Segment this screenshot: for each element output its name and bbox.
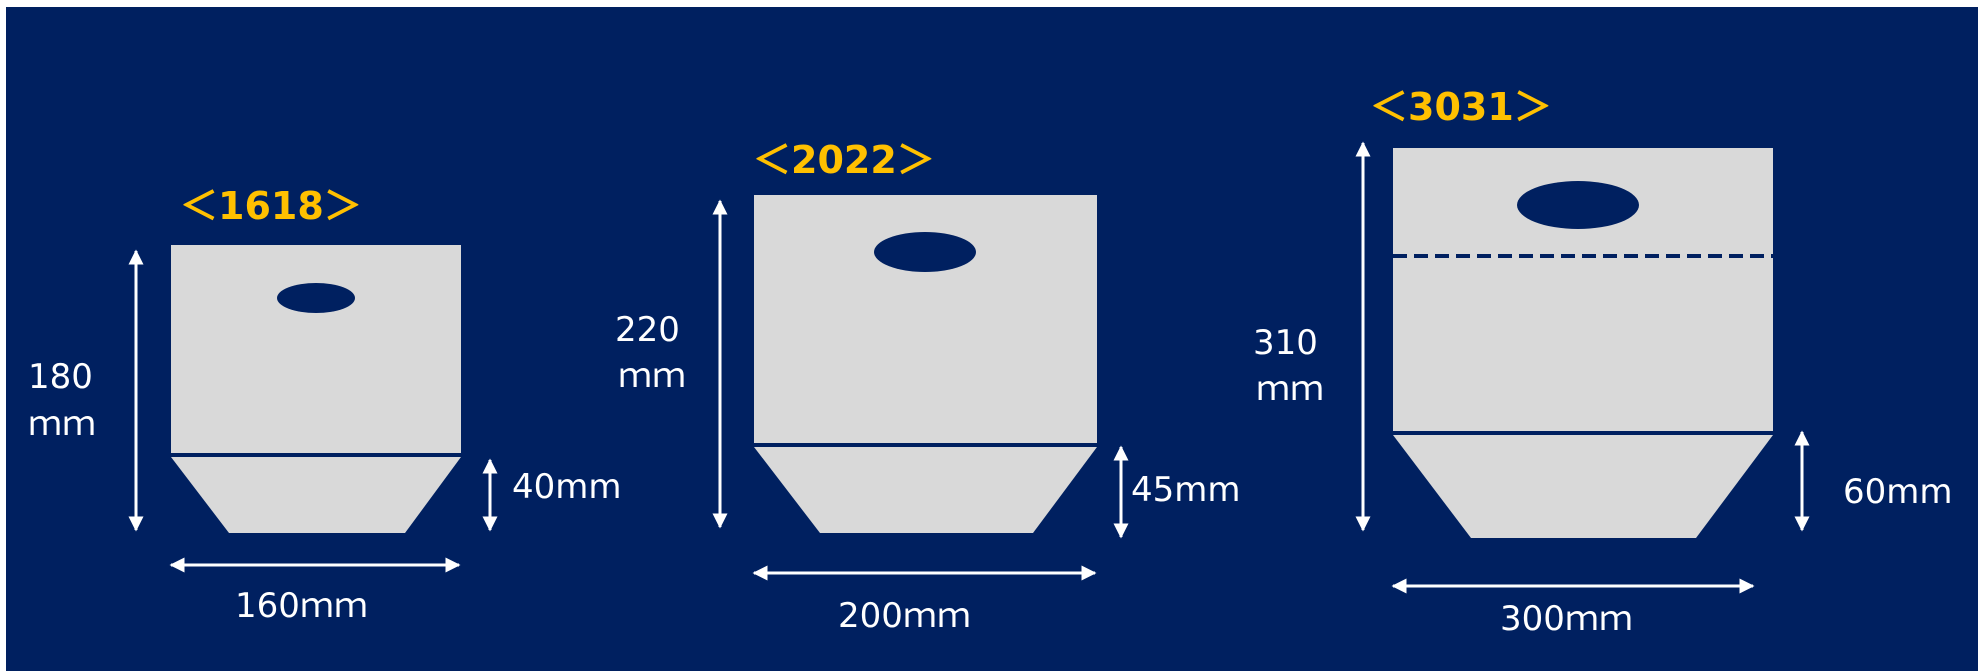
bag-body <box>171 245 461 454</box>
height-value: 310 <box>1253 323 1318 363</box>
handle-hole <box>874 232 976 272</box>
gusset-value: 40mm <box>512 467 622 507</box>
bag-gusset-bottom <box>171 457 461 533</box>
height-unit: ｍｍ <box>1256 369 1324 409</box>
bag-2022: ＜2022＞ 220 ｍｍ 45mm 200ｍｍ <box>615 138 1241 636</box>
height-value: 180 <box>28 357 93 397</box>
bag-1618: ＜1618＞ 180 ｍｍ 40mm 160ｍｍ <box>28 184 622 626</box>
width-value: 300ｍｍ <box>1500 599 1633 639</box>
model-label: ＜1618＞ <box>180 184 362 228</box>
height-unit: ｍｍ <box>28 404 96 444</box>
bag-3031: ＜3031＞ 310 ｍｍ 60mm 300ｍｍ <box>1253 85 1953 639</box>
width-value: 160ｍｍ <box>235 586 368 626</box>
bag-gusset-bottom <box>1393 435 1773 538</box>
handle-hole <box>277 283 355 313</box>
bag-gusset-bottom <box>754 447 1097 533</box>
gusset-value: 45mm <box>1131 470 1241 510</box>
handle-hole <box>1517 181 1639 229</box>
width-value: 200ｍｍ <box>838 596 971 636</box>
model-label: ＜2022＞ <box>753 138 935 182</box>
model-label: ＜3031＞ <box>1370 85 1552 129</box>
height-value: 220 <box>615 310 680 350</box>
height-unit: ｍｍ <box>618 356 686 396</box>
gusset-value: 60mm <box>1843 472 1953 512</box>
